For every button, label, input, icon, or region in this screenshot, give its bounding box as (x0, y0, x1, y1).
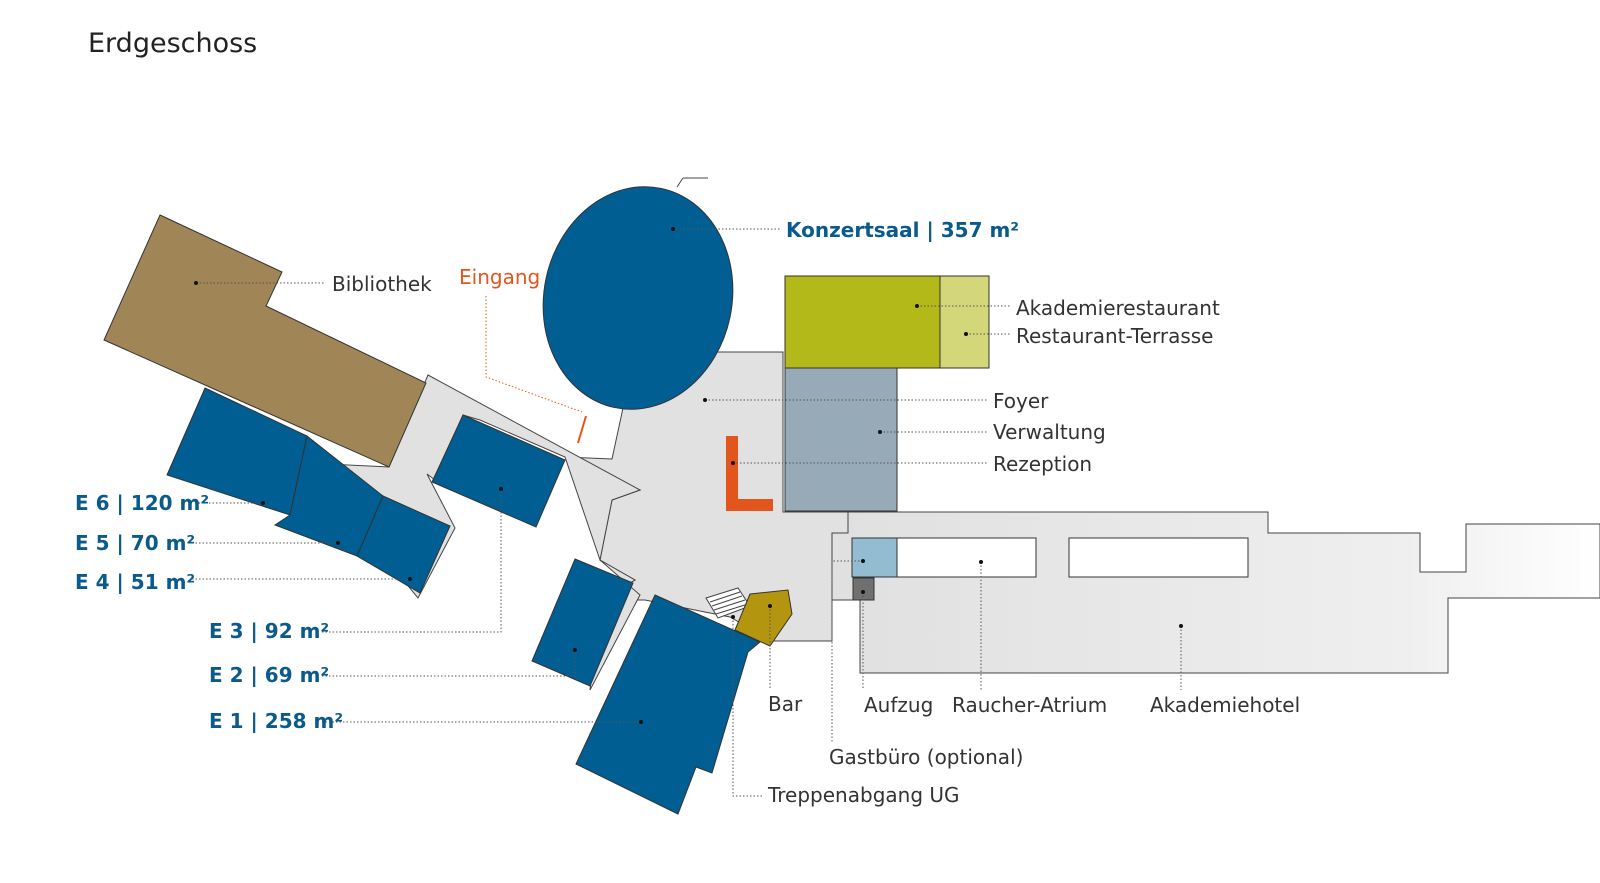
verwaltung-room (784, 367, 898, 512)
rezeption-counter (726, 436, 773, 511)
label-eingang: Eingang (459, 265, 540, 289)
marker-dots (194, 227, 1183, 724)
label-e5: E 5 | 70 m² (75, 531, 195, 555)
label-e6: E 6 | 120 m² (75, 491, 209, 515)
floor-area (305, 351, 1600, 691)
label-rezeption: Rezeption (993, 452, 1092, 476)
seminar-room-e1 (575, 594, 761, 815)
courtyard-area (1068, 537, 1249, 578)
restaurant-terrasse-area (939, 275, 990, 369)
seminar-room-e5 (273, 435, 384, 557)
label-restaurant-terrasse: Restaurant-Terrasse (1016, 324, 1214, 348)
label-treppenabgang: Treppenabgang UG (767, 783, 960, 807)
label-foyer: Foyer (993, 389, 1049, 413)
label-akademierestaurant: Akademierestaurant (1016, 296, 1220, 320)
bar-room (734, 589, 793, 647)
gastbuero-room (851, 537, 898, 578)
entrance-door (577, 415, 587, 444)
konzertsaal-room (542, 186, 734, 410)
label-e3: E 3 | 92 m² (209, 619, 329, 643)
stairs-icon (705, 587, 751, 619)
seminar-room-e2 (531, 558, 634, 687)
label-e4: E 4 | 51 m² (75, 570, 195, 594)
seminar-room-e3 (431, 414, 566, 528)
label-verwaltung: Verwaltung (993, 420, 1106, 444)
label-e2: E 2 | 69 m² (209, 663, 329, 687)
hotel-wing (831, 511, 1600, 674)
label-raucher-atrium: Raucher-Atrium (952, 693, 1107, 717)
label-akademiehotel: Akademiehotel (1150, 693, 1300, 717)
label-konzertsaal: Konzertsaal | 357 m² (786, 218, 1019, 242)
label-bar: Bar (768, 692, 803, 716)
page-title: Erdgeschoss (88, 28, 258, 59)
akademierestaurant-room (784, 275, 941, 369)
label-gastbuero: Gastbüro (optional) (829, 745, 1023, 769)
label-bibliothek: Bibliothek (332, 272, 432, 296)
bibliothek-room (103, 214, 427, 468)
label-aufzug: Aufzug (864, 693, 933, 717)
seminar-room-e4 (356, 495, 451, 594)
leader-lines (192, 228, 1182, 797)
label-e1: E 1 | 258 m² (209, 709, 343, 733)
raucher-atrium-area (896, 537, 1037, 578)
